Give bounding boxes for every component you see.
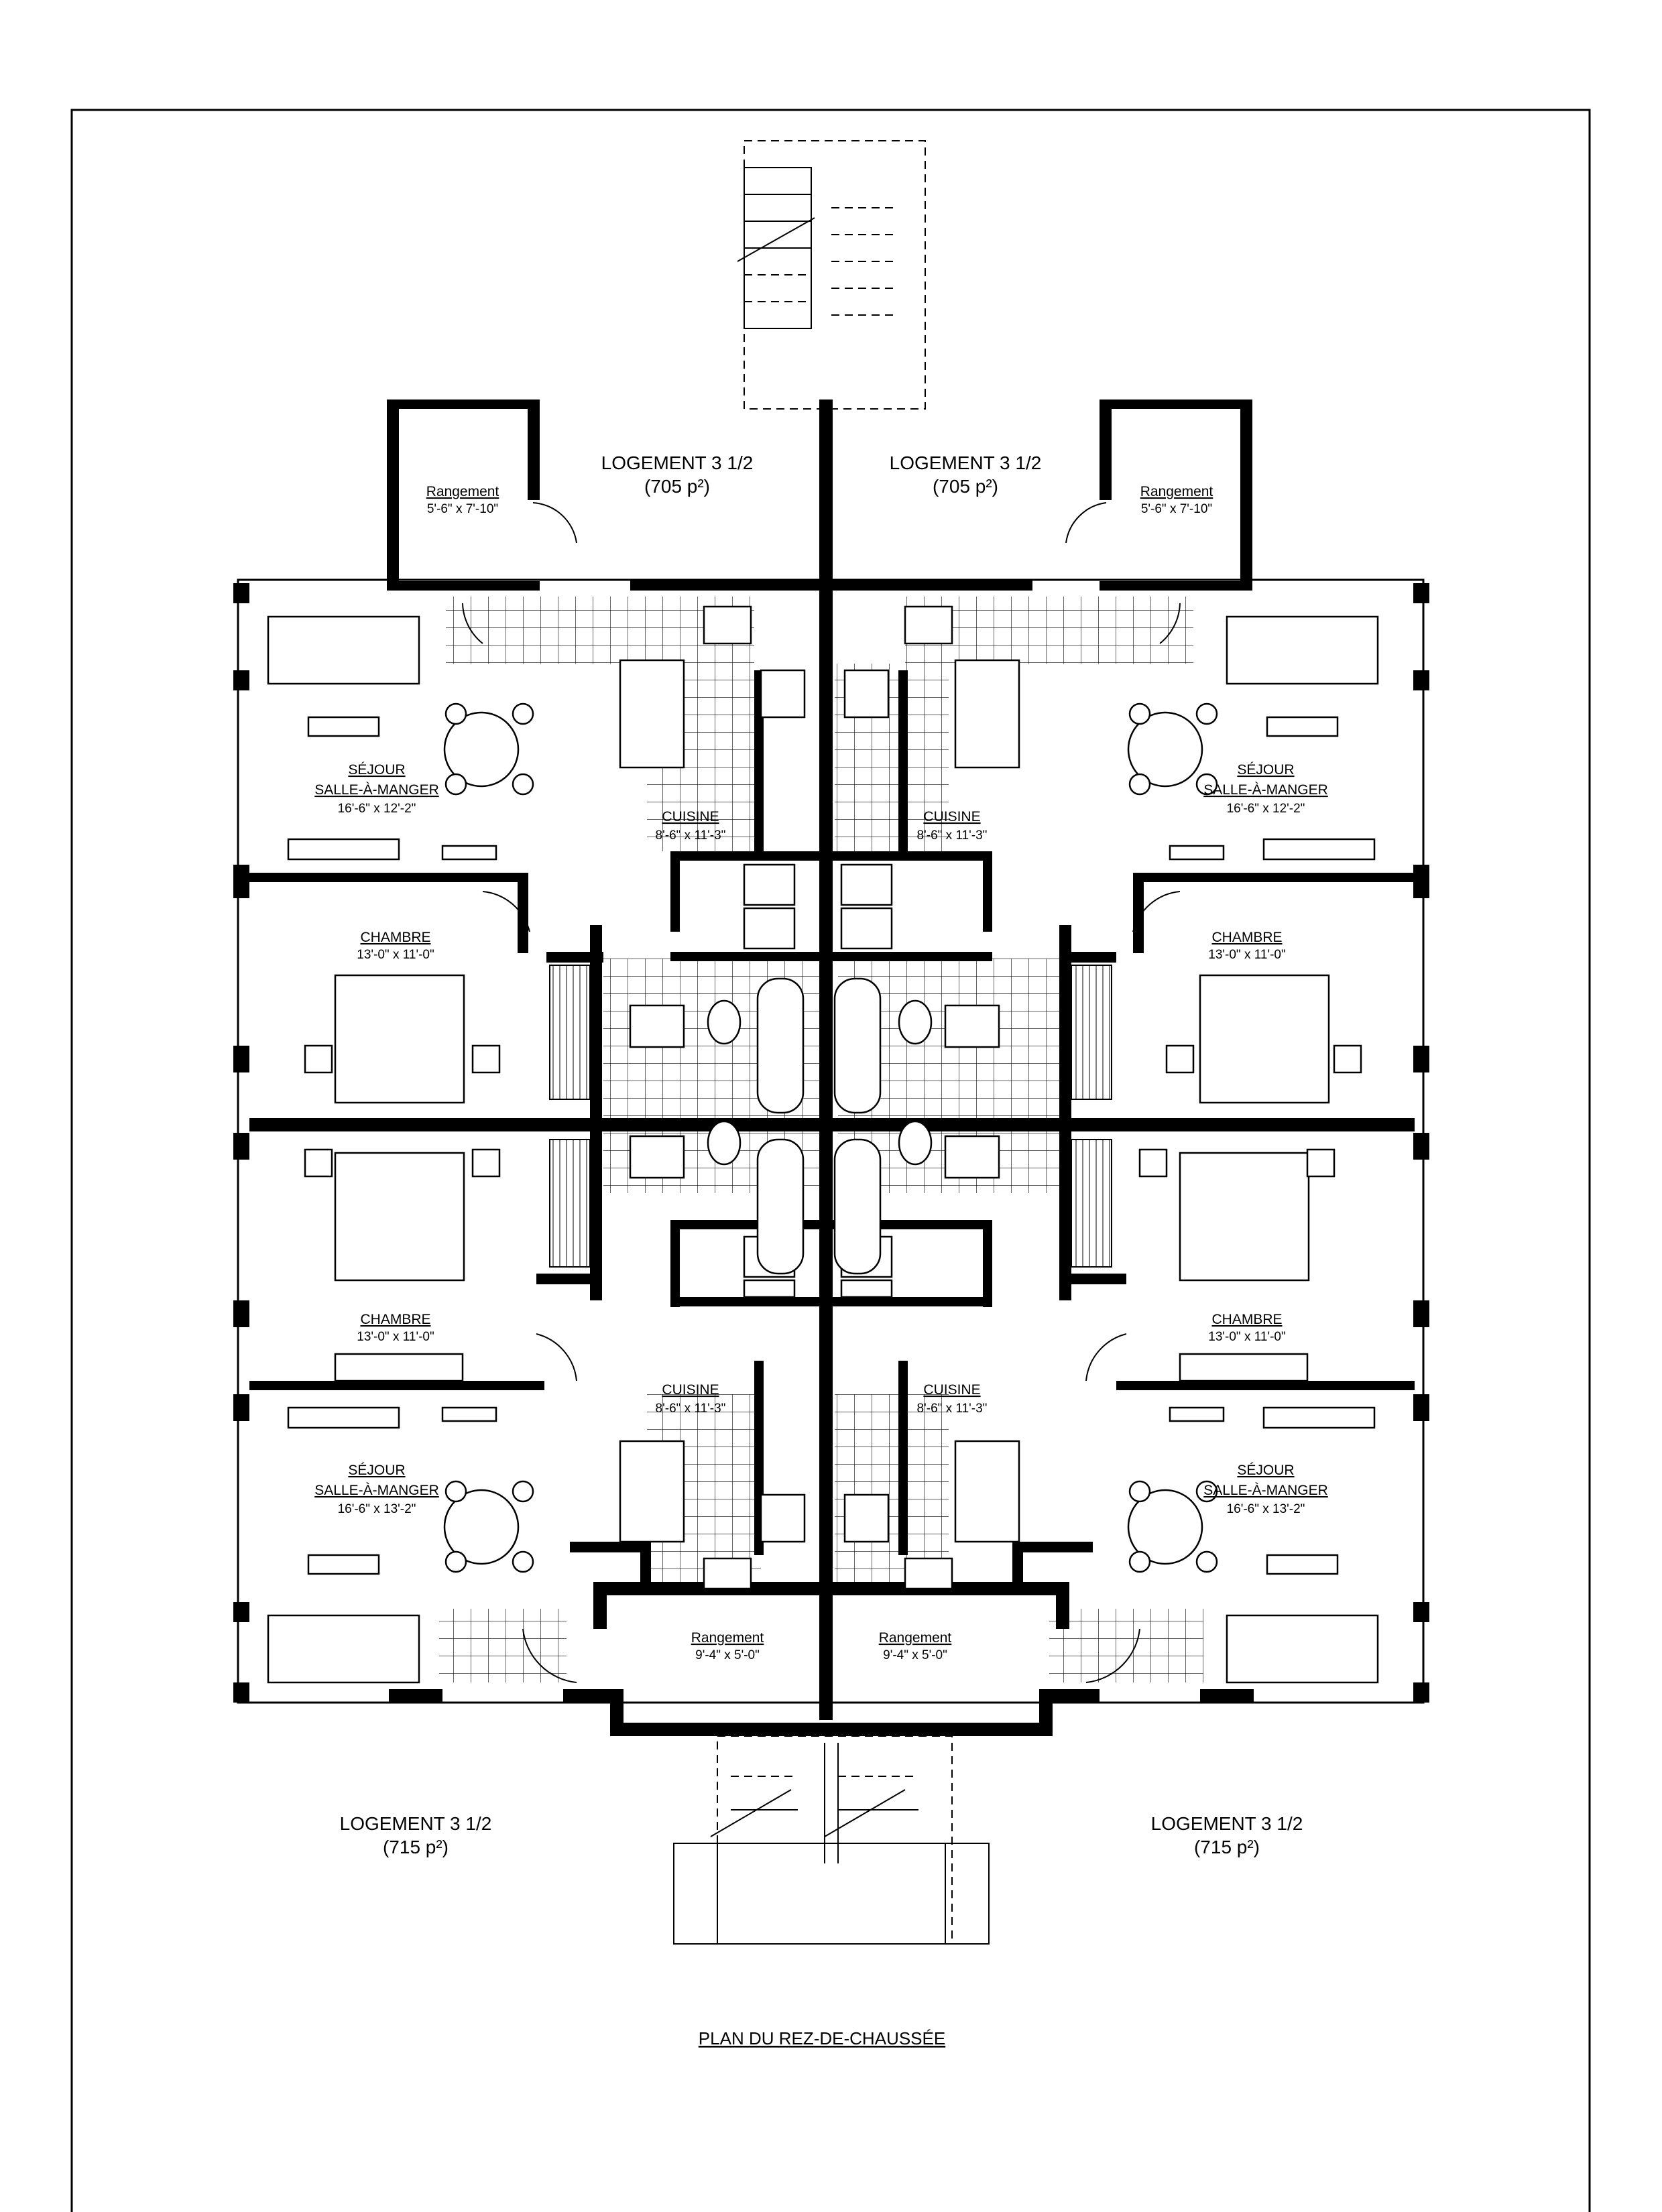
living-label2-bottom-right: SALLE-À-MANGER — [1203, 1483, 1328, 1498]
kitchen-label-bottom-left: CUISINE — [662, 1382, 719, 1398]
unit-area-bottom-right: (715 p²) — [1194, 1837, 1260, 1857]
room-labels: LOGEMENT 3 1/2 (705 p²) LOGEMENT 3 1/2 (… — [314, 452, 1328, 2048]
bedroom-dims-top-left: 13'-0" x 11'-0" — [357, 948, 434, 962]
stairs-bottom — [673, 1735, 990, 1945]
bedroom-label-bottom-right: CHAMBRE — [1211, 1312, 1282, 1327]
unit-title-top-right: LOGEMENT 3 1/2 — [890, 452, 1042, 473]
storage-dims-top-right: 5'-6" x 7'-10" — [1141, 502, 1212, 516]
storage-label-bottom-right: Rangement — [879, 1630, 952, 1646]
walls — [233, 400, 1429, 1736]
living-dims-bottom-left: 16'-6" x 13'-2" — [338, 1502, 416, 1516]
living-label1-top-left: SÉJOUR — [348, 762, 405, 778]
living-dims-top-left: 16'-6" x 12'-2" — [338, 802, 416, 816]
storage-dims-bottom-right: 9'-4" x 5'-0" — [883, 1648, 947, 1662]
kitchen-label-top-left: CUISINE — [662, 809, 719, 824]
storage-dims-top-left: 5'-6" x 7'-10" — [427, 502, 498, 516]
bedroom-label-top-right: CHAMBRE — [1211, 930, 1282, 945]
living-label2-bottom-left: SALLE-À-MANGER — [314, 1483, 439, 1498]
kitchen-dims-bottom-left: 8'-6" x 11'-3" — [656, 1402, 726, 1416]
unit-title-top-left: LOGEMENT 3 1/2 — [601, 452, 754, 473]
unit-title-bottom-right: LOGEMENT 3 1/2 — [1151, 1813, 1303, 1834]
unit-title-bottom-left: LOGEMENT 3 1/2 — [340, 1813, 492, 1834]
living-label1-bottom-right: SÉJOUR — [1237, 1463, 1294, 1478]
living-label1-bottom-left: SÉJOUR — [348, 1463, 405, 1478]
kitchen-label-top-right: CUISINE — [923, 809, 980, 824]
bedroom-label-top-left: CHAMBRE — [360, 930, 430, 945]
bedroom-dims-bottom-right: 13'-0" x 11'-0" — [1208, 1330, 1285, 1344]
living-dims-bottom-right: 16'-6" x 13'-2" — [1227, 1502, 1305, 1516]
sheet-border — [70, 109, 1591, 2212]
storage-label-bottom-left: Rangement — [691, 1630, 764, 1646]
living-label1-top-right: SÉJOUR — [1237, 762, 1294, 778]
living-label2-top-left: SALLE-À-MANGER — [314, 782, 439, 798]
bedroom-dims-bottom-left: 13'-0" x 11'-0" — [357, 1330, 434, 1344]
storage-label-top-left: Rangement — [426, 484, 499, 499]
kitchen-label-bottom-right: CUISINE — [923, 1382, 980, 1398]
kitchen-dims-top-right: 8'-6" x 11'-3" — [917, 828, 988, 843]
storage-dims-bottom-left: 9'-4" x 5'-0" — [695, 1648, 760, 1662]
kitchen-dims-top-left: 8'-6" x 11'-3" — [656, 828, 726, 843]
kitchen-dims-bottom-right: 8'-6" x 11'-3" — [917, 1402, 988, 1416]
bedroom-dims-top-right: 13'-0" x 11'-0" — [1208, 948, 1285, 962]
plan-title: PLAN DU REZ-DE-CHAUSSÉE — [699, 2028, 945, 2048]
unit-area-bottom-left: (715 p²) — [383, 1837, 449, 1857]
furniture — [267, 502, 1379, 1684]
unit-area-top-right: (705 p²) — [933, 476, 998, 497]
living-dims-top-right: 16'-6" x 12'-2" — [1227, 802, 1305, 816]
unit-area-top-left: (705 p²) — [644, 476, 710, 497]
stairs-top — [737, 140, 926, 410]
bedroom-label-bottom-left: CHAMBRE — [360, 1312, 430, 1327]
living-label2-top-right: SALLE-À-MANGER — [1203, 782, 1328, 798]
storage-label-top-right: Rangement — [1140, 484, 1213, 499]
